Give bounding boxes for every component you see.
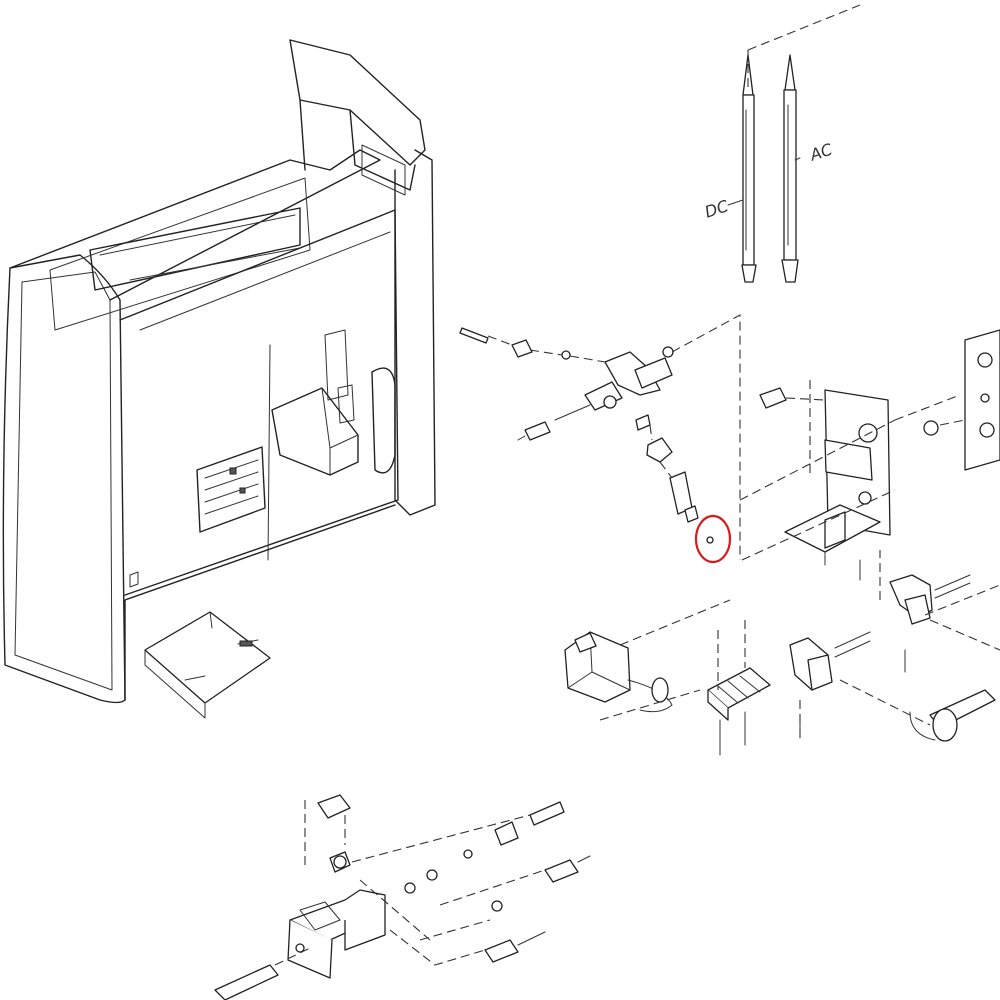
solenoid-valve [564,599,731,713]
mounting-plate [964,329,1000,471]
gas-valve-assembly [459,314,741,560]
cabinet-housing [2,39,436,704]
dc-heating-element [741,54,757,283]
burner-parts [789,550,1000,742]
dc-label: DC [702,196,731,222]
highlight-circle [694,514,732,564]
ac-heating-element [781,54,799,283]
bottom-assembly [214,794,591,1000]
terminal-block [707,620,771,756]
ac-label: AC [807,139,836,164]
bottom-bracket-plate [144,611,271,719]
connection-lines [599,394,1000,721]
burner-bracket [741,380,966,566]
